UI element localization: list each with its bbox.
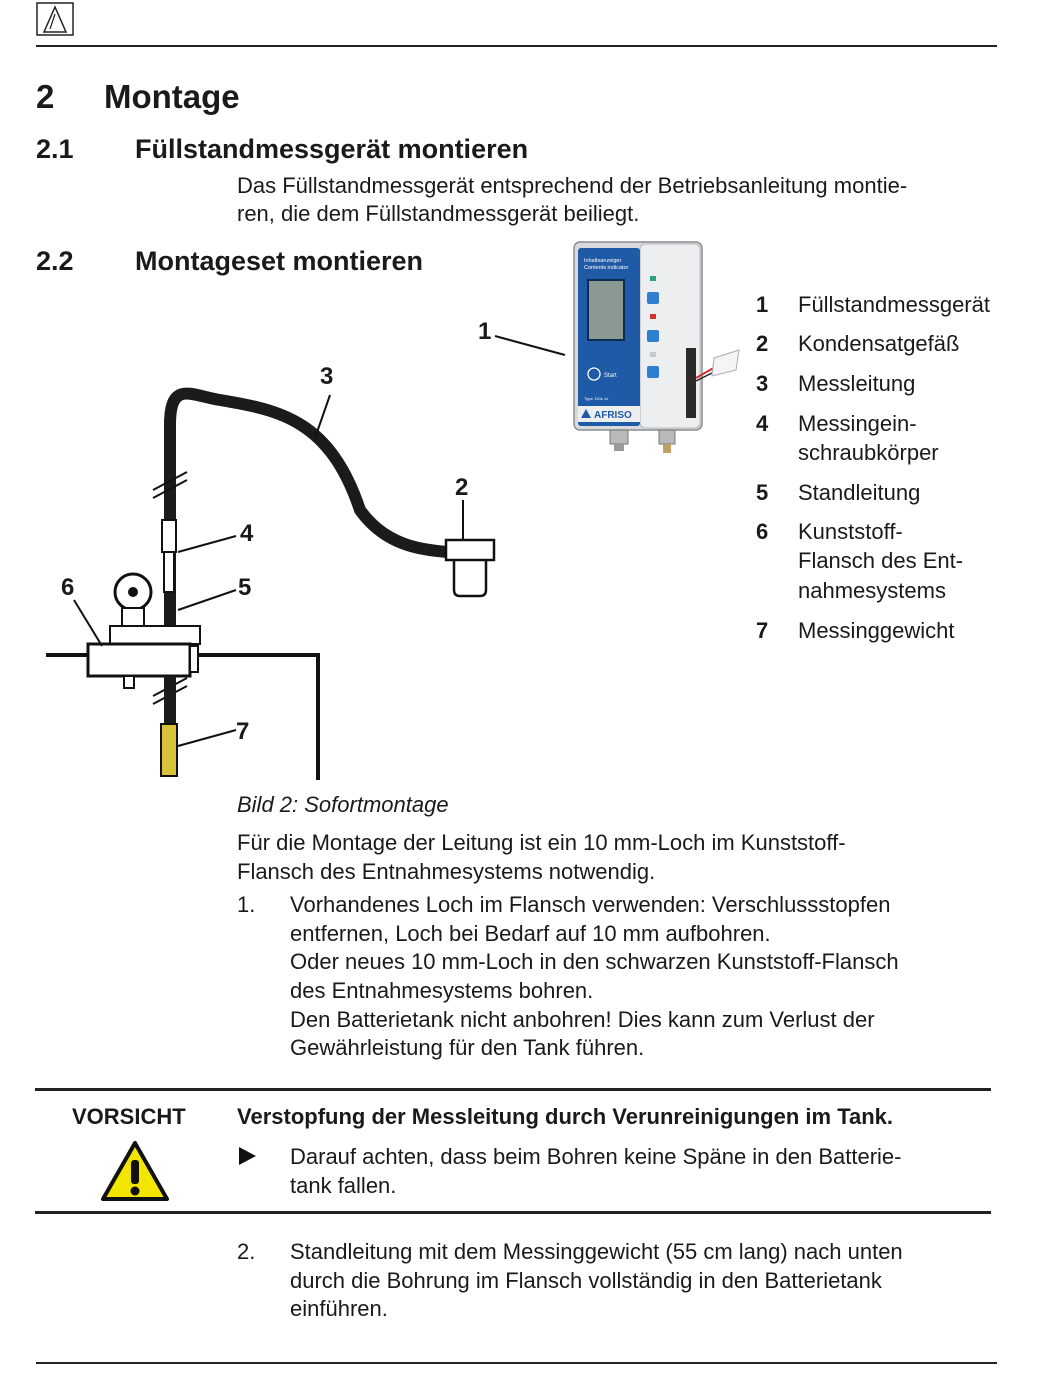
start-label: Start xyxy=(604,373,617,379)
legend-label: Standleitung xyxy=(798,480,921,505)
legend-label: Flansch des Ent- xyxy=(798,548,964,573)
subsection-number: 2.1 xyxy=(36,134,74,164)
afriso-triangle-logo-icon xyxy=(36,2,74,36)
device-type-label: Type: DOs 1x xyxy=(584,396,608,401)
arrow-right-icon xyxy=(237,1146,257,1166)
device-brand: AFRISO xyxy=(594,410,632,421)
warning-rule-bottom xyxy=(35,1211,991,1214)
header-rule xyxy=(36,45,997,47)
afriso-logo xyxy=(36,2,74,36)
device-label: Inhaltsanzeiger xyxy=(584,258,621,264)
callout-5: 5 xyxy=(238,574,252,601)
legend-number: 3 xyxy=(756,371,769,396)
legend-number: 6 xyxy=(756,519,769,544)
paragraph-line: Für die Montage der Leitung ist ein 10 m… xyxy=(237,830,846,855)
device-label: Contents indicator xyxy=(584,265,628,271)
paragraph-line: ren, die dem Füllstandmessgerät beiliegt… xyxy=(237,201,640,226)
warning-triangle-icon xyxy=(100,1140,170,1202)
legend-number: 2 xyxy=(756,331,769,356)
callout-4: 4 xyxy=(240,520,254,547)
legend-label: Messleitung xyxy=(798,371,916,396)
legend-label: Füllstandmessgerät xyxy=(798,292,990,317)
legend-label: schraubkörper xyxy=(798,440,939,465)
legend-label: Kondensatgefäß xyxy=(798,331,960,356)
section-title: Montage xyxy=(104,78,240,115)
step-line: entfernen, Loch bei Bedarf auf 10 mm auf… xyxy=(290,921,771,946)
legend-number: 1 xyxy=(756,292,769,317)
legend-label: Messinggewicht xyxy=(798,618,955,643)
subsection-title: Füllstandmessgerät montieren xyxy=(135,134,529,164)
warning-title: Verstopfung der Messleitung durch Verunr… xyxy=(237,1104,894,1129)
level-gauge-device-image: Inhaltsanzeiger Contents indicator Start… xyxy=(564,238,744,458)
paragraph-line: Das Füllstandmessgerät entsprechend der … xyxy=(237,173,908,198)
legend-number: 7 xyxy=(756,618,769,643)
callout-2: 2 xyxy=(455,474,469,501)
step-line: einführen. xyxy=(290,1296,388,1321)
legend-number: 5 xyxy=(756,480,769,505)
legend-label: nahmesystems xyxy=(798,578,946,603)
callout-3: 3 xyxy=(320,363,334,390)
warning-rule-top xyxy=(35,1088,991,1091)
legend-label: Kunststoff- xyxy=(798,519,903,544)
step-line: Den Batterietank nicht anbohren! Dies ka… xyxy=(290,1007,875,1032)
step-number: 2. xyxy=(237,1239,256,1264)
mounting-diagram xyxy=(40,300,570,785)
step-line: Vorhandenes Loch im Flansch verwenden: V… xyxy=(290,892,891,917)
footer-rule xyxy=(36,1362,997,1364)
warning-bullet-line: tank fallen. xyxy=(290,1173,397,1198)
figure-caption: Bild 2: Sofortmontage xyxy=(237,792,449,817)
legend-label: Messingein- xyxy=(798,411,917,436)
subsection-title: Montageset montieren xyxy=(135,246,424,276)
warning-label: VORSICHT xyxy=(72,1104,186,1129)
callout-1: 1 xyxy=(478,318,492,345)
warning-bullet-line: Darauf achten, dass beim Bohren keine Sp… xyxy=(290,1144,902,1169)
step-line: Gewährleistung für den Tank führen. xyxy=(290,1035,645,1060)
step-line: Oder neues 10 mm-Loch in den schwarzen K… xyxy=(290,949,899,974)
step-line: durch die Bohrung im Flansch vollständig… xyxy=(290,1268,882,1293)
callout-6: 6 xyxy=(61,574,75,601)
callout-7: 7 xyxy=(236,718,250,745)
subsection-number: 2.2 xyxy=(36,246,74,276)
legend-number: 4 xyxy=(756,411,769,436)
step-number: 1. xyxy=(237,892,256,917)
paragraph-line: Flansch des Entnahmesystems notwendig. xyxy=(237,859,656,884)
step-line: Standleitung mit dem Messinggewicht (55 … xyxy=(290,1239,903,1264)
step-line: des Entnahmesystems bohren. xyxy=(290,978,594,1003)
section-number: 2 xyxy=(36,78,55,115)
